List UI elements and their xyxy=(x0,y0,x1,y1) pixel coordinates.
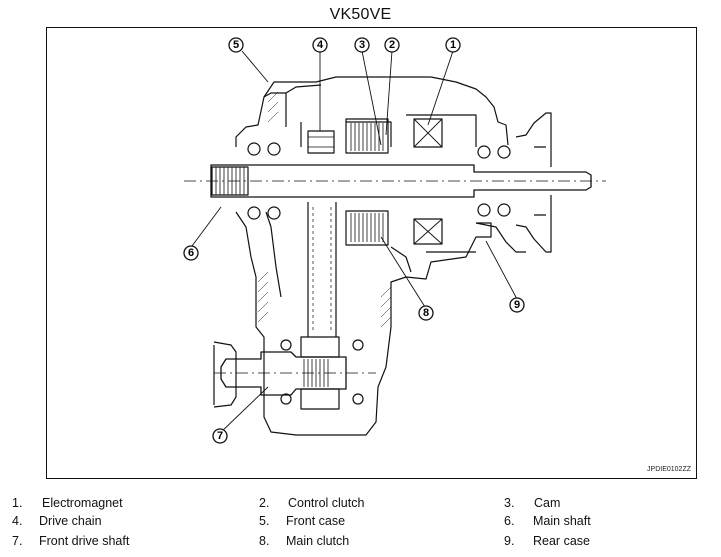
legend-label: Front case xyxy=(286,514,346,528)
diagram-title: VK50VE xyxy=(329,6,392,23)
callout-3: 3 xyxy=(354,37,370,53)
callout-number: 3 xyxy=(359,39,365,51)
legend-number: 2. xyxy=(259,496,270,510)
legend-number: 6. xyxy=(504,514,515,528)
legend-label: Cam xyxy=(534,496,561,510)
legend-item: 6. Main shaft xyxy=(504,514,591,528)
legend-label: Front drive shaft xyxy=(39,534,130,548)
legend-item: 5. Front case xyxy=(259,514,345,528)
legend-number: 4. xyxy=(12,514,23,528)
legend-number: 7. xyxy=(12,534,23,548)
legend-number: 1. xyxy=(12,496,23,510)
callout-6: 6 xyxy=(183,245,199,261)
legend-item: 2. Control clutch xyxy=(259,496,364,510)
callout-number: 9 xyxy=(514,299,520,311)
legend-label: Main shaft xyxy=(533,514,591,528)
callout-number: 7 xyxy=(217,430,223,442)
diagram-frame xyxy=(46,27,697,479)
legend-number: 9. xyxy=(504,534,515,548)
callout-8: 8 xyxy=(418,305,434,321)
callout-number: 8 xyxy=(423,307,429,319)
legend-item: 4. Drive chain xyxy=(12,514,102,528)
reference-code: JPDIE0102ZZ xyxy=(647,466,691,473)
callout-5: 5 xyxy=(228,37,244,53)
callout-number: 4 xyxy=(317,39,324,51)
legend-label: Rear case xyxy=(533,534,590,548)
legend-item: 1. Electromagnet xyxy=(12,496,123,510)
legend-number: 3. xyxy=(504,496,515,510)
legend-number: 5. xyxy=(259,514,270,528)
callout-2: 2 xyxy=(384,37,400,53)
callout-number: 6 xyxy=(188,247,194,259)
callout-9: 9 xyxy=(509,297,525,313)
callout-number: 5 xyxy=(233,39,239,51)
legend-item: 3. Cam xyxy=(504,496,560,510)
legend-number: 8. xyxy=(259,534,270,548)
parts-legend: 1. Electromagnet 2. Control clutch 3. Cam 4… xyxy=(0,494,721,554)
legend-label: Drive chain xyxy=(39,514,102,528)
callout-4: 4 xyxy=(312,37,328,53)
transfer-cross-section-drawing: 1 2 3 4 5 6 7 8 9 xyxy=(183,37,606,444)
legend-item: 7. Front drive shaft xyxy=(12,534,129,548)
callout-number: 2 xyxy=(389,39,395,51)
callout-1: 1 xyxy=(445,37,461,53)
legend-label: Electromagnet xyxy=(42,496,123,510)
legend-label: Control clutch xyxy=(288,496,365,510)
legend-label: Main clutch xyxy=(286,534,350,548)
legend-item: 9. Rear case xyxy=(504,534,590,548)
legend-item: 8. Main clutch xyxy=(259,534,349,548)
callout-number: 1 xyxy=(450,39,456,51)
callout-7: 7 xyxy=(212,428,228,444)
